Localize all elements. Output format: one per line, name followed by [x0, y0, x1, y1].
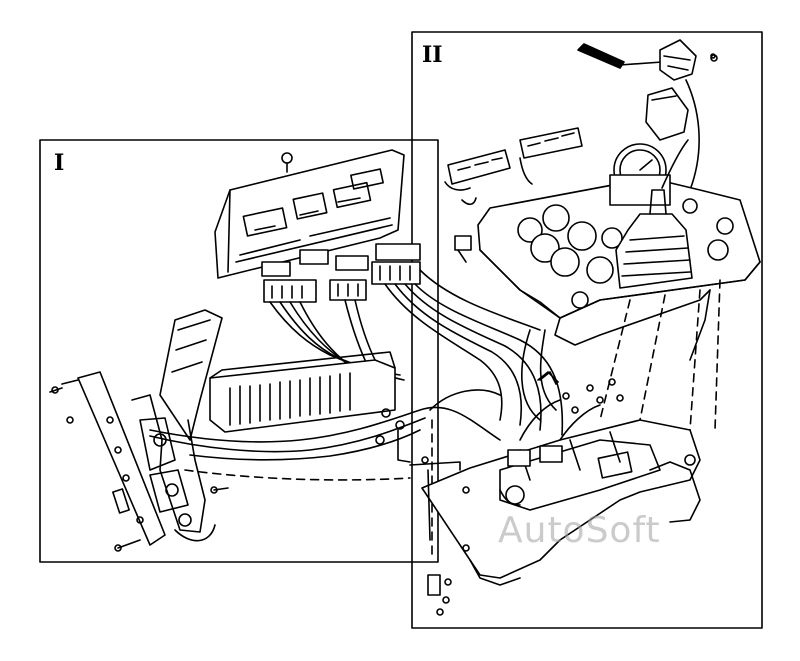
instrument-panel [477, 139, 761, 346]
screws-left [210, 408, 411, 494]
fuse-relay-board [214, 149, 405, 279]
switch-panel-left [49, 371, 166, 552]
watermark-text: AutoSoft [498, 510, 661, 551]
switch-bracket [131, 309, 223, 533]
bracket-small [645, 87, 689, 141]
panel-label-left: I [54, 150, 65, 176]
panel-frame-right [411, 31, 763, 629]
floor-connectors [429, 389, 601, 467]
connector-blocks [261, 243, 421, 303]
direction-marker [537, 371, 559, 383]
panel-label-right: II [422, 42, 443, 68]
screws-right [409, 53, 716, 616]
wire-harness-lower [149, 406, 501, 542]
pedal-base [421, 419, 701, 586]
panel-frame-left [39, 139, 439, 563]
lever-handle [577, 39, 718, 241]
mounting-rail [209, 351, 396, 433]
warning-light-strips [444, 127, 583, 263]
